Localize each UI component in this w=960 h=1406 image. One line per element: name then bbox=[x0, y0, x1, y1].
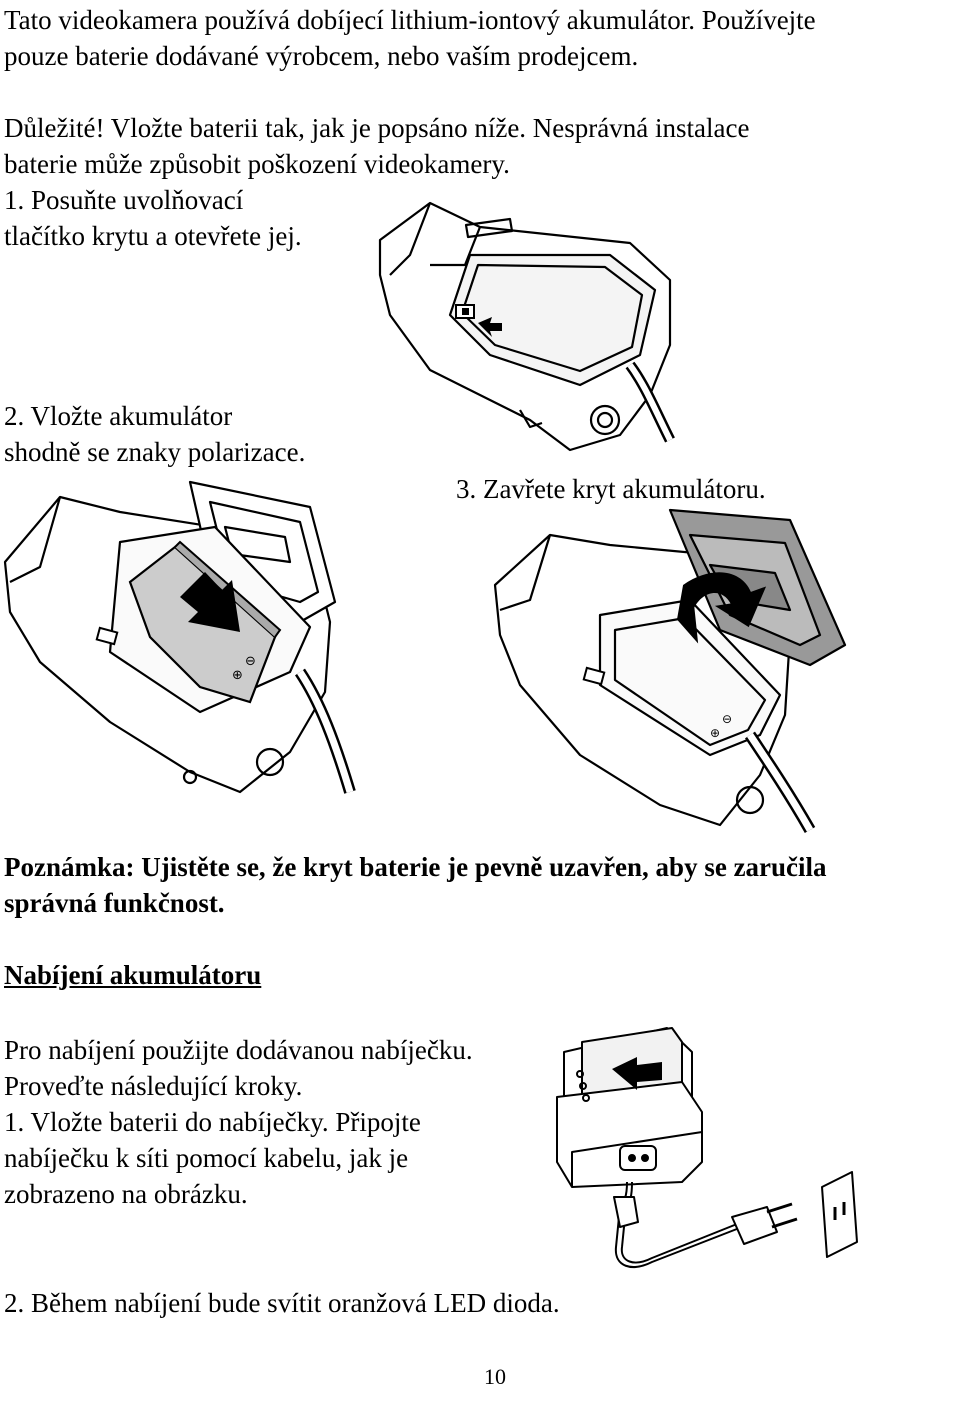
charge-step1-line-3: zobrazeno na obrázku. bbox=[4, 1179, 248, 1209]
important-line-1: Důležité! Vložte baterii tak, jak je pop… bbox=[4, 113, 750, 143]
charge-step1-line-1: 1. Vložte baterii do nabíječky. Připojte bbox=[4, 1107, 421, 1137]
insert-battery-figure: ⊖ ⊕ bbox=[0, 472, 360, 812]
intro-line-2: pouze baterie dodávané výrobcem, nebo va… bbox=[4, 41, 639, 71]
note-line-1: Poznámka: Ujistěte se, že kryt baterie j… bbox=[4, 852, 827, 882]
step1-line-2: tlačítko krytu a otevřete jej. bbox=[4, 221, 302, 251]
minus-sign: ⊖ bbox=[245, 654, 256, 669]
intro-line-1: Tato videokamera používá dobíjecí lithiu… bbox=[4, 5, 816, 35]
plus-sign-2: ⊕ bbox=[710, 726, 720, 740]
charge-line-2: Proveďte následující kroky. bbox=[4, 1071, 303, 1101]
charger-figure bbox=[552, 1022, 862, 1292]
page-number: 10 bbox=[484, 1364, 506, 1389]
step2-line-2: shodně se znaky polarizace. bbox=[4, 437, 306, 467]
note-line-2: správná funkčnost. bbox=[4, 888, 225, 918]
charge-line-1: Pro nabíjení použijte dodávanou nabíječk… bbox=[4, 1035, 473, 1065]
charge-step1-line-2: nabíječku k síti pomocí kabelu, jak je bbox=[4, 1143, 409, 1173]
important-line-2: baterie může způsobit poškození videokam… bbox=[4, 149, 510, 179]
step2-line-1: 2. Vložte akumulátor bbox=[4, 401, 233, 431]
charging-heading: Nabíjení akumulátoru bbox=[4, 960, 262, 990]
camera-cover-closed-figure bbox=[370, 195, 680, 455]
minus-sign-2: ⊖ bbox=[722, 712, 732, 726]
step1-line-1: 1. Posuňte uvolňovací bbox=[4, 185, 244, 215]
step3-caption: 3. Zavřete kryt akumulátoru. bbox=[456, 474, 766, 504]
close-cover-figure: ⊖ ⊕ bbox=[490, 505, 850, 835]
charge-step2: 2. Během nabíjení bude svítit oranžová L… bbox=[4, 1288, 560, 1318]
plus-sign: ⊕ bbox=[232, 668, 243, 683]
